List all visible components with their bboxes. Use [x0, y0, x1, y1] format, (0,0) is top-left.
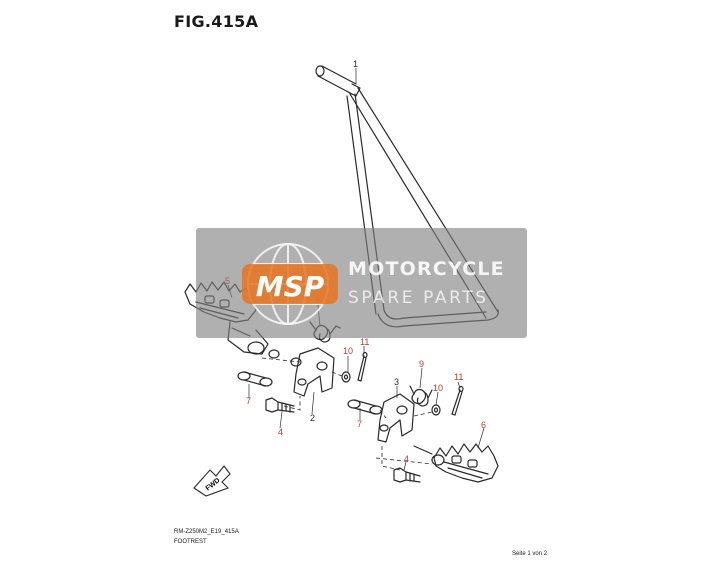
pin-right: [347, 399, 383, 415]
msp-logo: MSP: [242, 243, 338, 325]
callout-11-right: 11: [454, 372, 463, 382]
washer-left: [341, 371, 351, 383]
callout-10-right: 10: [433, 383, 443, 393]
callout-9: 9: [419, 359, 424, 369]
model-code: RM-Z250M2_E19_415A: [174, 529, 239, 535]
callout-2: 2: [310, 413, 315, 423]
model-name: FOOTREST: [174, 539, 207, 545]
callout-4-left: 4: [278, 427, 283, 437]
cotter-pin-right: [451, 385, 464, 416]
watermark-line2: SPARE PARTS: [348, 288, 489, 308]
spring-right: [409, 385, 433, 407]
fwd-arrow-icon: FWD: [193, 465, 231, 497]
footpeg-right: [413, 443, 499, 483]
figure-title: FIG.415A: [174, 12, 259, 31]
bolt-left: [265, 397, 295, 413]
logo-text: MSP: [256, 270, 325, 303]
callout-4-right: 4: [404, 454, 409, 464]
callout-7-right: 7: [357, 419, 362, 429]
callout-11-left: 11: [360, 337, 369, 347]
washer-right: [431, 404, 441, 416]
callout-1: 1: [353, 59, 358, 69]
callout-10-left: 10: [343, 346, 353, 356]
page-info: Seite 1 von 2: [512, 551, 548, 557]
callout-3: 3: [394, 377, 399, 387]
bolt-right: [393, 467, 421, 483]
pin-left: [237, 371, 273, 387]
bracket-right: [377, 393, 415, 443]
cotter-pin-left: [357, 351, 368, 382]
callout-6: 6: [481, 420, 486, 430]
watermark-line1: MOTORCYCLE: [348, 258, 505, 280]
assembly-lines: [261, 357, 433, 471]
callout-7-left: 7: [246, 396, 251, 406]
bracket-left: [268, 347, 335, 397]
